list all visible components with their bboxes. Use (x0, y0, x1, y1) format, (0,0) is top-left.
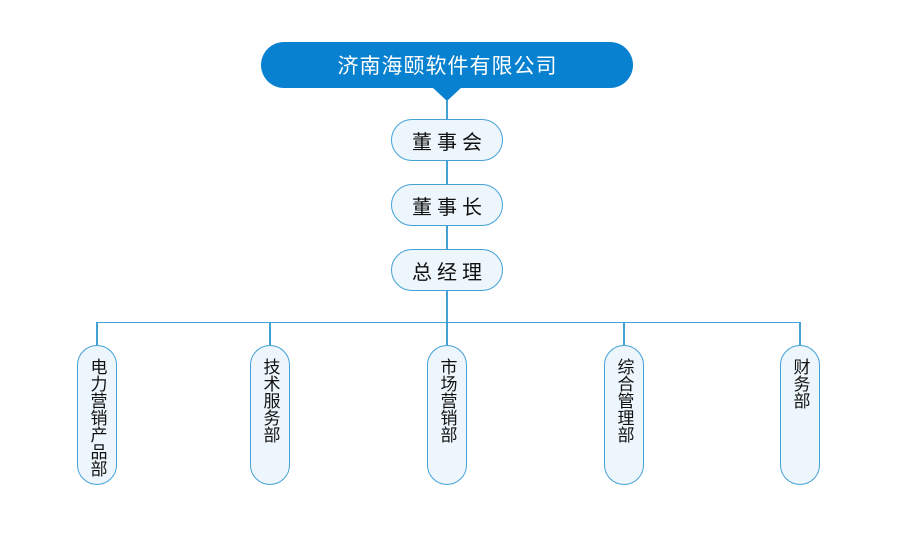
dept-label: 技术服务部 (260, 358, 280, 443)
node-general-manager-label: 总经理 (412, 261, 487, 284)
connector-chairman-to-gm (446, 226, 448, 249)
org-root-node: 济南海颐软件有限公司 (261, 42, 633, 88)
node-dept-finance: 财务部 (780, 345, 820, 485)
node-board-of-directors: 董事会 (391, 119, 503, 161)
connector-root-to-board (446, 100, 448, 119)
node-chairman: 董事长 (391, 184, 503, 226)
node-dept-power-marketing-products: 电力营销产品部 (77, 345, 117, 485)
connector-departments-bar (96, 321, 801, 323)
dept-label: 综合管理部 (614, 358, 634, 443)
node-dept-marketing: 市场营销部 (427, 345, 467, 485)
connector-stub-dept-2 (269, 322, 271, 345)
connector-stub-dept-5 (799, 322, 801, 345)
connector-stub-dept-4 (623, 322, 625, 345)
org-root-label: 济南海颐软件有限公司 (337, 55, 558, 78)
connector-gm-to-departments (446, 291, 448, 345)
dept-label: 市场营销部 (437, 358, 457, 443)
node-dept-general-management: 综合管理部 (604, 345, 644, 485)
node-general-manager: 总经理 (391, 249, 503, 291)
connector-board-to-chairman (446, 161, 448, 184)
dept-label: 财务部 (790, 358, 810, 409)
root-pointer-triangle-icon (432, 87, 462, 101)
dept-label: 电力营销产品部 (87, 358, 107, 477)
node-board-label: 董事会 (412, 131, 487, 154)
connector-stub-dept-1 (96, 322, 98, 345)
node-chairman-label: 董事长 (412, 196, 487, 219)
node-dept-technical-service: 技术服务部 (250, 345, 290, 485)
